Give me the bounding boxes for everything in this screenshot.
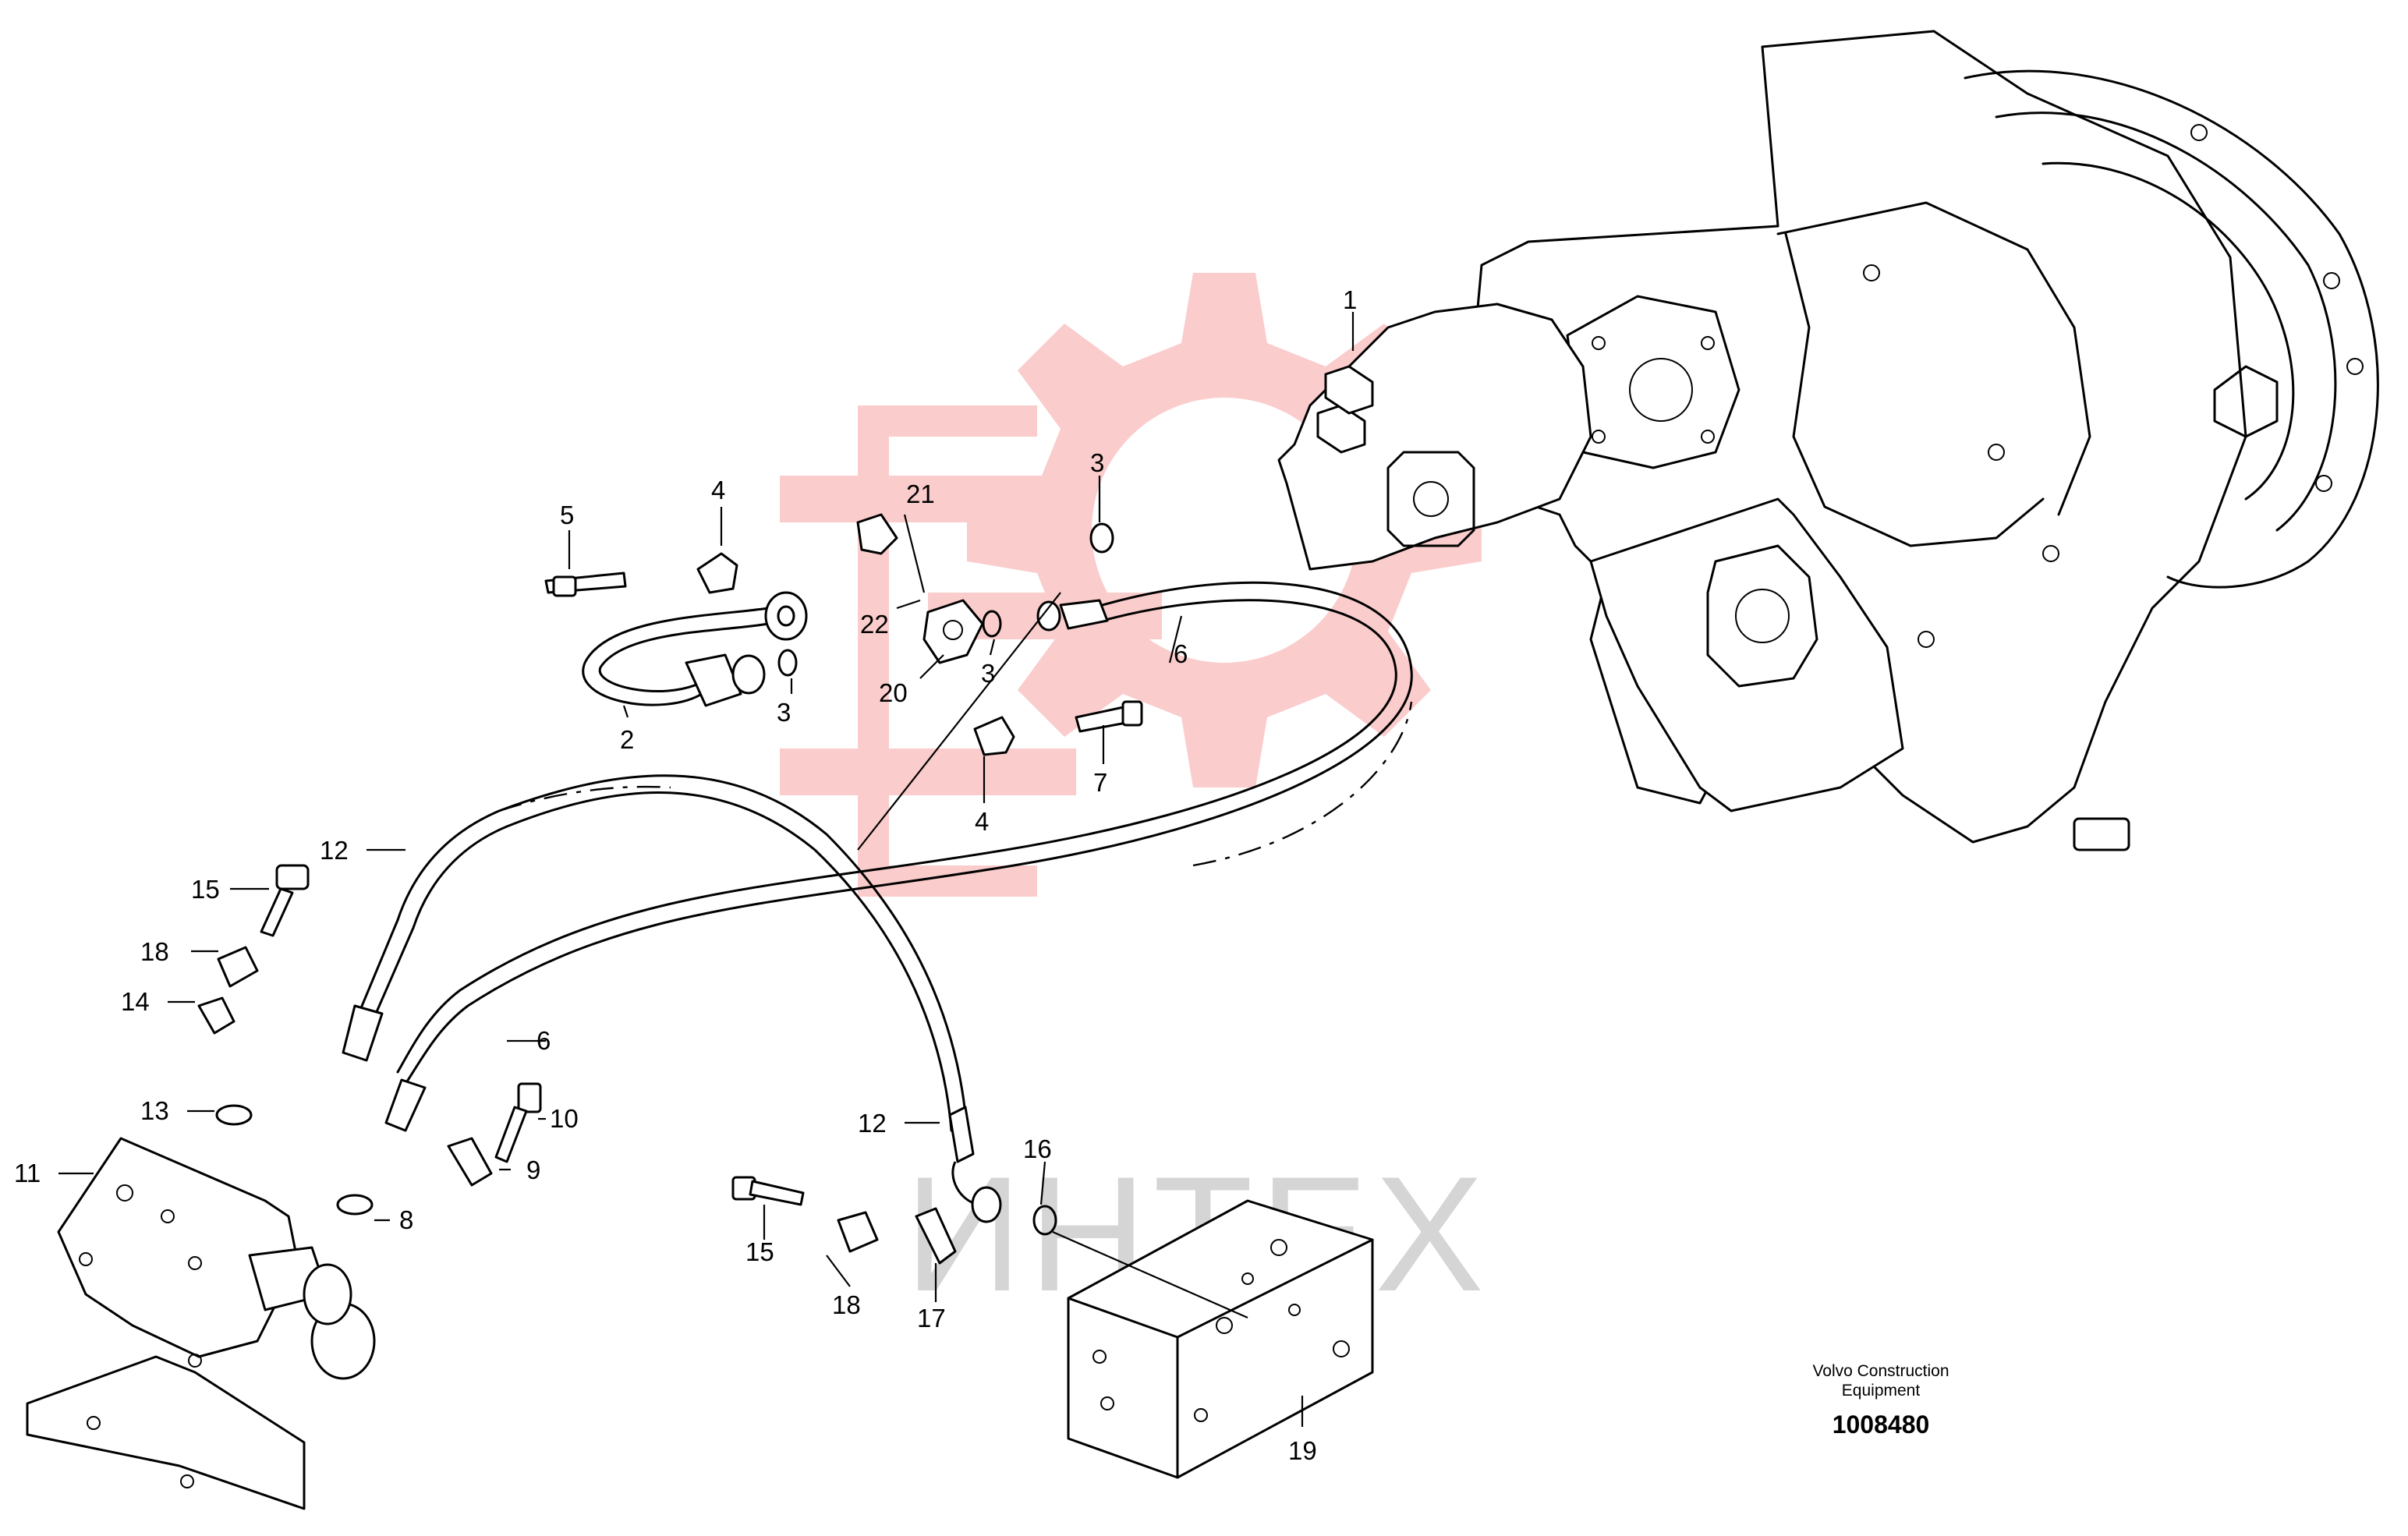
valve-bracket [26, 1137, 376, 1510]
callout-4a: 4 [711, 476, 725, 504]
callout-19: 19 [1288, 1436, 1317, 1465]
transmission-housing [1277, 30, 2379, 851]
callout-6a: 6 [1174, 639, 1188, 668]
drawing-footer: Volvo Construction Equipment 1008480 [1812, 1362, 1949, 1439]
callout-15b: 15 [745, 1237, 774, 1266]
callout-8: 8 [399, 1205, 413, 1234]
callout-11: 11 [14, 1159, 41, 1187]
callout-12a: 12 [320, 836, 349, 865]
leader-lines [58, 312, 1354, 1427]
callout-18b: 18 [832, 1290, 861, 1319]
callout-16: 16 [1023, 1134, 1052, 1163]
callout-14: 14 [121, 987, 150, 1016]
valve-block [1067, 1199, 1374, 1479]
callout-6b: 6 [536, 1026, 551, 1055]
callout-20: 20 [879, 678, 908, 707]
callout-labels: 1 2 3 3 3 4 4 5 6 6 7 8 9 10 11 12 12 13… [14, 285, 1357, 1465]
callout-3a: 3 [1090, 448, 1104, 477]
small-parts [197, 513, 1143, 1265]
callout-13: 13 [140, 1096, 169, 1125]
callout-15a: 15 [191, 875, 220, 904]
callout-10: 10 [550, 1104, 579, 1133]
callout-5: 5 [560, 501, 574, 529]
callout-12b: 12 [858, 1109, 887, 1138]
callout-3b: 3 [981, 659, 995, 688]
callout-3c: 3 [777, 698, 791, 727]
hose-assembly [342, 581, 1413, 1223]
callout-7: 7 [1093, 768, 1107, 797]
callout-1: 1 [1343, 285, 1357, 314]
callout-22: 22 [860, 610, 889, 639]
maker-line-1: Volvo Construction [1812, 1362, 1949, 1380]
maker-line-2: Equipment [1842, 1382, 1921, 1400]
callout-18a: 18 [140, 937, 169, 966]
callout-2: 2 [620, 725, 634, 754]
callout-4b: 4 [975, 807, 989, 836]
callout-21: 21 [906, 480, 935, 508]
callout-9: 9 [526, 1156, 540, 1184]
callout-17: 17 [917, 1304, 946, 1332]
drawing-number: 1008480 [1833, 1410, 1930, 1439]
